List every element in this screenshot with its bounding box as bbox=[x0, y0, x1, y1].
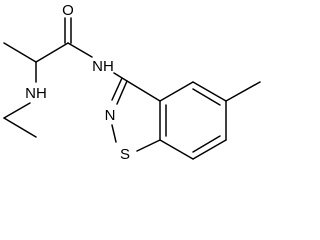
bond-alpha-methyl bbox=[3, 42, 37, 63]
bond-c3-n2-b bbox=[111, 77, 123, 101]
bond-n2-s bbox=[111, 124, 117, 143]
bond-carbonyl-alpha bbox=[35, 42, 69, 63]
bond-c4-c5 bbox=[192, 81, 227, 102]
atom-label-ring-sulfur: S bbox=[120, 146, 130, 163]
bond-group bbox=[3, 17, 261, 160]
atom-label-ring-nitrogen: N bbox=[105, 107, 116, 124]
atom-label-amide-nitrogen: NH bbox=[92, 58, 114, 75]
bond-c5-methyl bbox=[225, 81, 261, 102]
bond-c6-c7-inner bbox=[192, 135, 221, 153]
bond-amine-ethyl bbox=[3, 102, 31, 119]
atom-label-amine-nitrogen: NH bbox=[25, 85, 47, 102]
bond-s-c7a bbox=[136, 139, 161, 152]
bond-carbonyl-amide bbox=[67, 42, 93, 58]
bond-c3a-c4 bbox=[159, 81, 194, 102]
bond-c3-c3a bbox=[126, 80, 161, 102]
atom-label-carbonyl-oxygen: O bbox=[62, 2, 74, 19]
bond-c3-n2-a bbox=[116, 80, 128, 105]
bond-c7-c7a bbox=[159, 139, 194, 160]
molecule-structure: O NH NH N S bbox=[3, 2, 261, 163]
bond-ethyl-methyl bbox=[3, 117, 37, 138]
bond-amide-c3 bbox=[113, 72, 128, 82]
bond-c4-c5-inner bbox=[192, 88, 221, 106]
bond-c6-c7 bbox=[192, 139, 227, 160]
atom-label-group: O NH NH N S bbox=[25, 2, 130, 163]
